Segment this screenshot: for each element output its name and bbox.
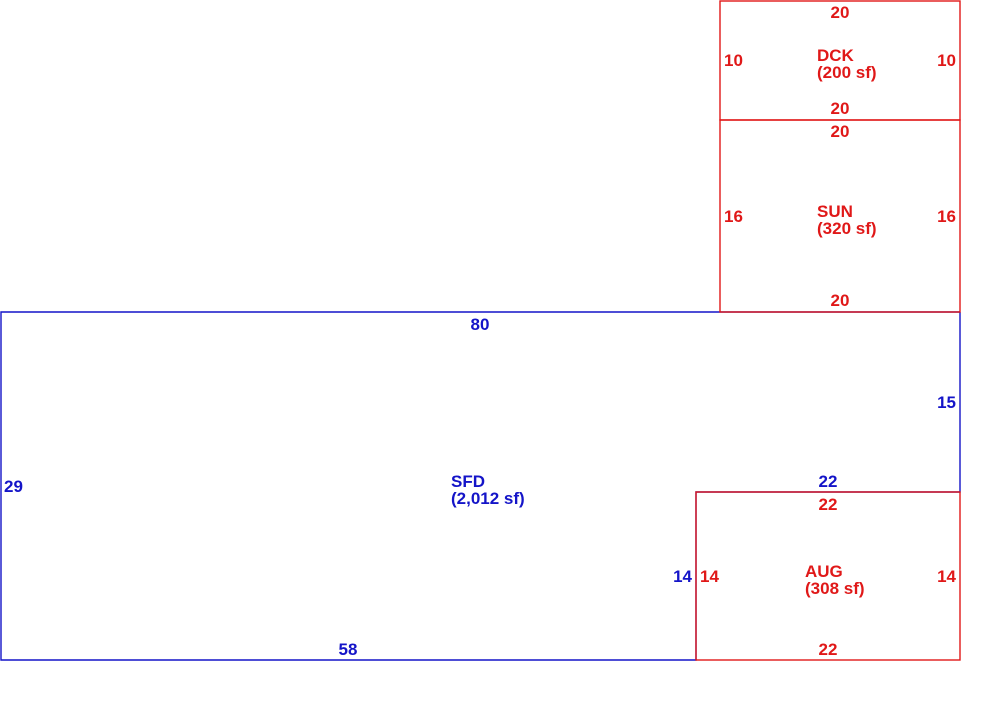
sun-dim-top: 20 — [831, 122, 850, 141]
dck-area: (200 sf) — [817, 63, 877, 82]
sun-name: SUN — [817, 202, 853, 221]
aug-dim-top: 22 — [819, 495, 838, 514]
sfd-dim-right: 15 — [937, 393, 956, 412]
sun-dim-right: 16 — [937, 207, 956, 226]
sun-outline — [719, 119, 961, 313]
sfd-name: SFD — [451, 472, 485, 491]
aug-name: AUG — [805, 562, 843, 581]
aug-dim-right: 14 — [937, 567, 956, 586]
sfd-dim-top: 80 — [471, 315, 490, 334]
sfd-dim-inner-bottom: 22 — [819, 472, 838, 491]
aug-outline — [695, 491, 961, 661]
dck-dim-top: 20 — [831, 3, 850, 22]
dck-dim-bottom: 20 — [831, 99, 850, 118]
aug-dim-bottom: 22 — [819, 640, 838, 659]
sfd-dim-left: 29 — [4, 477, 23, 496]
sfd-dim-inner-left: 14 — [673, 567, 692, 586]
dck-name: DCK — [817, 46, 855, 65]
sfd-dim-bottom: 58 — [339, 640, 358, 659]
sfd-area: (2,012 sf) — [451, 489, 525, 508]
dck-dim-left: 10 — [724, 51, 743, 70]
sun-dim-bottom: 20 — [831, 291, 850, 310]
dck-dim-right: 10 — [937, 51, 956, 70]
aug-area: (308 sf) — [805, 579, 865, 598]
sun-area: (320 sf) — [817, 219, 877, 238]
sun-dim-left: 16 — [724, 207, 743, 226]
aug-dim-left: 14 — [700, 567, 719, 586]
